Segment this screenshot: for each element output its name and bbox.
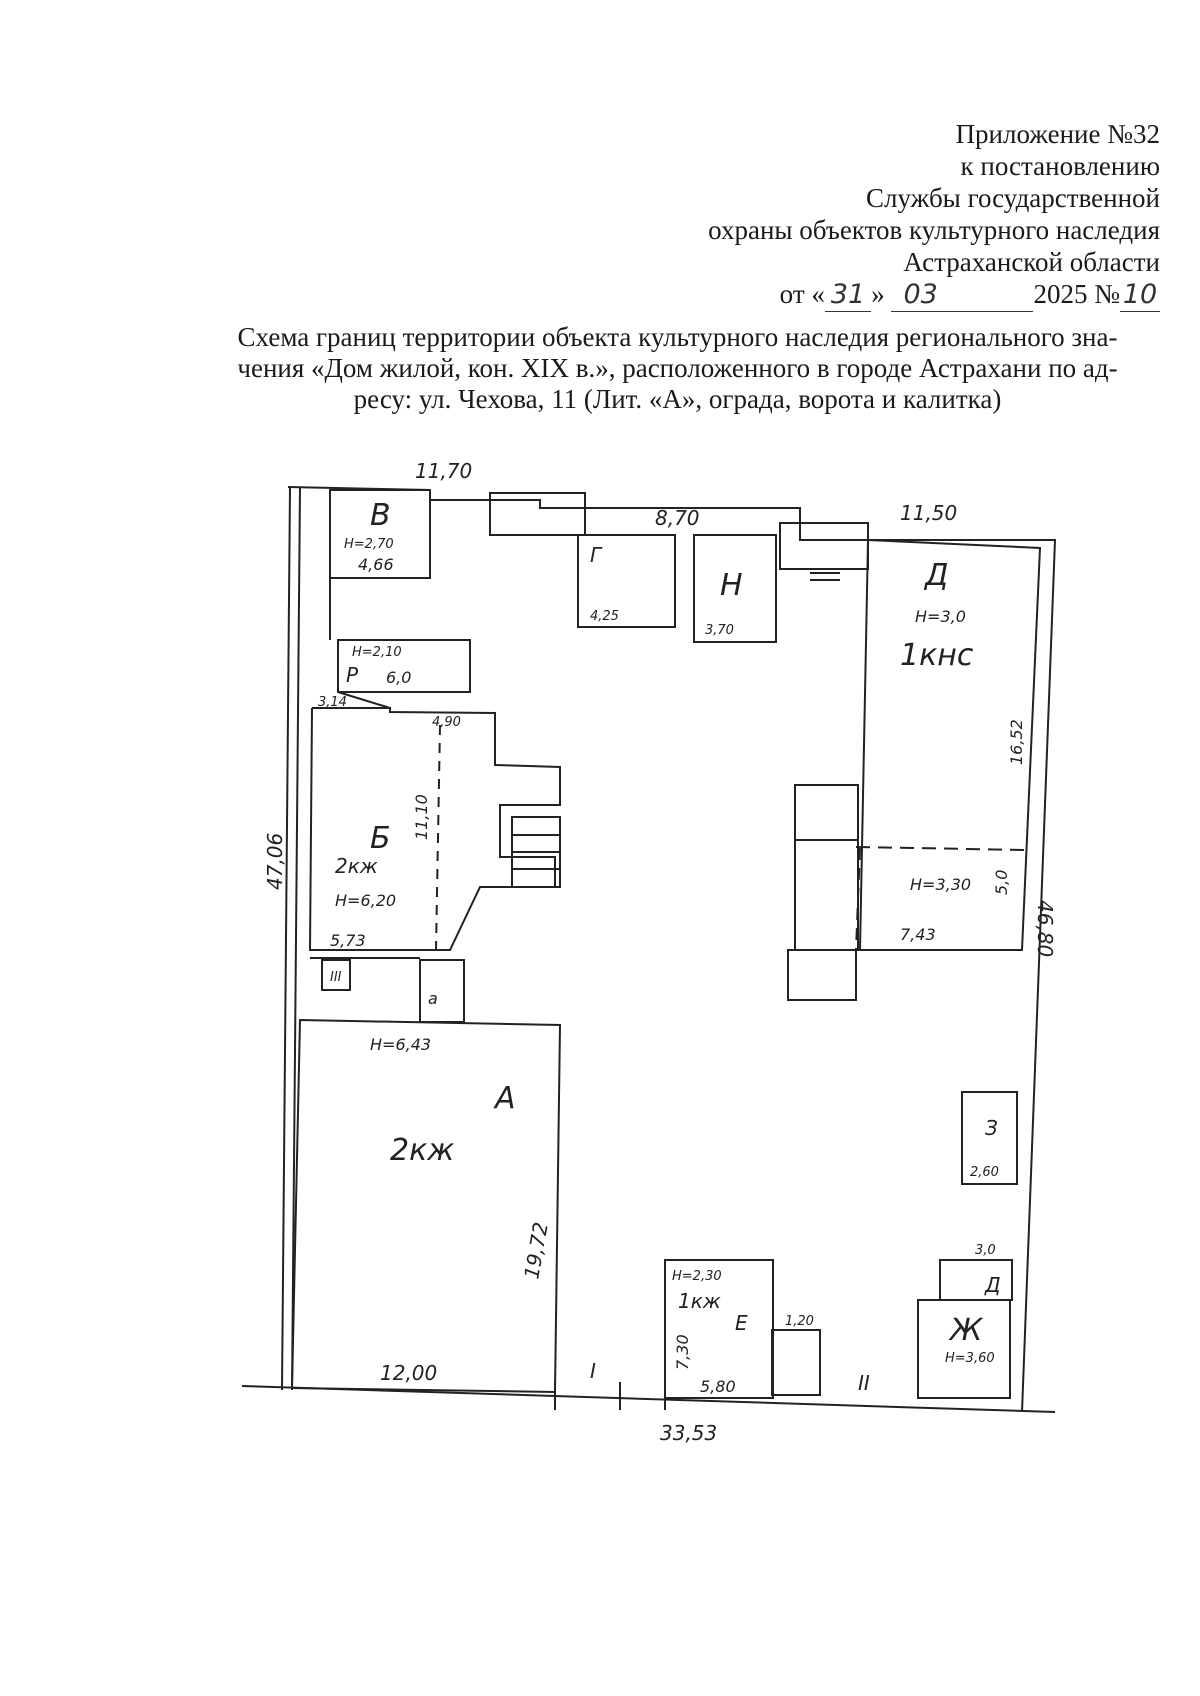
building-b-outline [308,707,561,951]
wall-line [337,691,391,709]
dim-a-side: 19,72 [519,1220,553,1281]
dim-top-right: 11,50 [900,501,957,525]
dim-b-bottom: 5,73 [330,931,366,950]
height-a: Н=6,43 [370,1035,431,1054]
small-room-outline [794,839,859,951]
document-number: 10 [1120,279,1160,312]
building-r-outline [337,639,471,693]
dim-left: 47,06 [263,833,287,890]
header-line: охраны объектов культурного наследия [708,215,1160,245]
building-b-divider [435,724,441,951]
height-d: Н=3,0 [915,607,966,626]
height-e: Н=2,30 [672,1269,722,1284]
header-line: к постановлению [960,151,1160,181]
height-d-lower: Н=3,30 [910,875,971,894]
roman-3: III [330,970,342,985]
boundary-line [241,1385,1056,1413]
width-zh-top: 3,0 [975,1243,996,1258]
appendix-header: Приложение №32 к постановлению Службы го… [560,118,1160,312]
date-prefix: от « [779,279,825,309]
header-line: Службы государственной [866,183,1160,213]
header-line: Приложение №32 [955,119,1160,149]
building-g-outline [577,534,676,628]
header-line: Астраханской области [903,247,1160,277]
letter-d2: Д [984,1273,1001,1297]
dim-e-bottom: 5,80 [700,1377,736,1396]
width-r: 6,0 [386,668,411,687]
width-n: 3,70 [705,623,734,638]
letter-a: А [493,1081,516,1116]
letter-e: Е [735,1311,748,1335]
date-mid: » [871,279,892,309]
dim-d-bottom: 7,43 [900,925,936,944]
small-room-outline [489,492,586,536]
date-day: 31 [824,279,872,312]
roman-3-box [321,959,351,991]
letter-n: Н [720,568,743,603]
building-a-outline [290,1018,562,1394]
building-a-small-outline [419,959,465,1023]
floors-e: 1кж [678,1289,721,1313]
letter-z: З [985,1116,998,1140]
small-room-outline [794,784,859,841]
scheme-title: Схема границ территории объекта культурн… [205,322,1150,415]
title-line: чения «Дом жилой, кон. XIX в.», располож… [237,353,1118,383]
floors-b: 2кж [335,854,378,878]
title-line: ресу: ул. Чехова, 11 (Лит. «А», ограда, … [353,384,1002,414]
height-b: Н=6,20 [335,891,396,910]
dim-a-bottom: 12,00 [380,1361,437,1385]
dim-bottom: 33,53 [660,1421,717,1445]
small-room-outline [771,1329,821,1396]
building-d-outline [858,538,1042,951]
height-r: Н=2,10 [352,645,402,660]
letter-g: Г [590,543,603,567]
date-year: 2025 № [1033,279,1120,309]
dim-b-side: 11,10 [412,794,431,840]
letter-zh: Ж [948,1313,984,1348]
dim-right: 46,80 [1033,900,1057,957]
letter-v: В [370,498,391,533]
small-room-outline [779,522,869,570]
dim-top-mid: 8,70 [655,506,700,530]
small-room-outline [787,949,857,1001]
building-n-outline [693,534,777,643]
building-z-outline [961,1091,1018,1185]
height-zh: Н=3,60 [945,1351,995,1366]
dim-k-top: 1,20 [785,1314,814,1329]
boundary-line [291,486,301,1391]
width-v: 4,66 [358,555,394,574]
dim-b-top2: 3,14 [318,695,347,710]
letter-a-small: а [428,989,438,1008]
letter-d: Д [923,558,948,593]
title-line: Схема границ территории объекта культурн… [237,322,1118,352]
building-d-divider [855,846,1026,851]
width-z: 2,60 [970,1165,999,1180]
floors-a: 2кж [390,1133,454,1168]
dim-e-side: 7,30 [673,1334,692,1370]
boundary-line [281,486,291,1391]
height-v: Н=2,70 [344,537,394,552]
letter-b: Б [370,821,391,856]
width-g: 4,25 [590,609,619,624]
date-month: 03 [891,279,1034,312]
building-d2-outline [939,1259,1013,1301]
letter-r: Р [346,663,359,687]
roman-2: II [858,1371,870,1395]
floors-d: 1кнс [900,638,974,673]
dim-b-top: 4,90 [432,715,461,730]
dim-right-low: 5,0 [992,870,1011,895]
dim-top-left: 11,70 [415,459,472,483]
dim-d-side: 16,52 [1007,719,1026,765]
building-v-outline [329,489,431,579]
roman-1: I [590,1359,596,1383]
